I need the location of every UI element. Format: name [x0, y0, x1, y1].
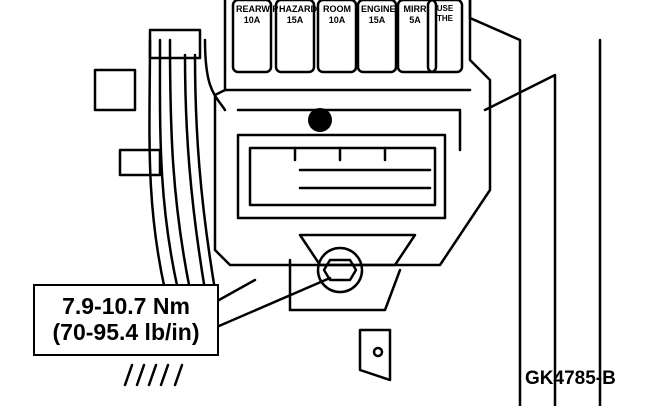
fuse-box-ledge — [236, 108, 462, 152]
right-panel-outline — [468, 0, 522, 406]
torque-callout: 7.9-10.7 Nm (70-95.4 lb/in) — [33, 284, 219, 356]
figure-id: GK4785-B — [525, 368, 616, 389]
leader-line-2 — [217, 278, 257, 302]
bolt-head-icon — [322, 258, 358, 282]
torque-nm: 7.9-10.7 Nm — [62, 293, 190, 320]
fuse-box-body — [213, 0, 492, 267]
connector-housing — [236, 133, 447, 220]
bolt-washer — [316, 246, 364, 294]
connector-dividers — [293, 146, 432, 190]
leader-line — [217, 276, 332, 328]
hatch-marks — [123, 363, 184, 387]
wiring-harness — [148, 38, 227, 292]
side-bracket — [93, 68, 162, 177]
mount-plate — [288, 258, 402, 312]
fuse-slots — [231, 0, 464, 74]
torque-lbin: (70-95.4 lb/in) — [52, 319, 200, 345]
ground-tab — [358, 328, 392, 382]
connector-inner — [248, 146, 437, 207]
right-panel-inner — [483, 73, 557, 406]
bracket — [298, 233, 417, 267]
mount-hole — [308, 108, 332, 132]
wire-clip — [148, 28, 202, 60]
